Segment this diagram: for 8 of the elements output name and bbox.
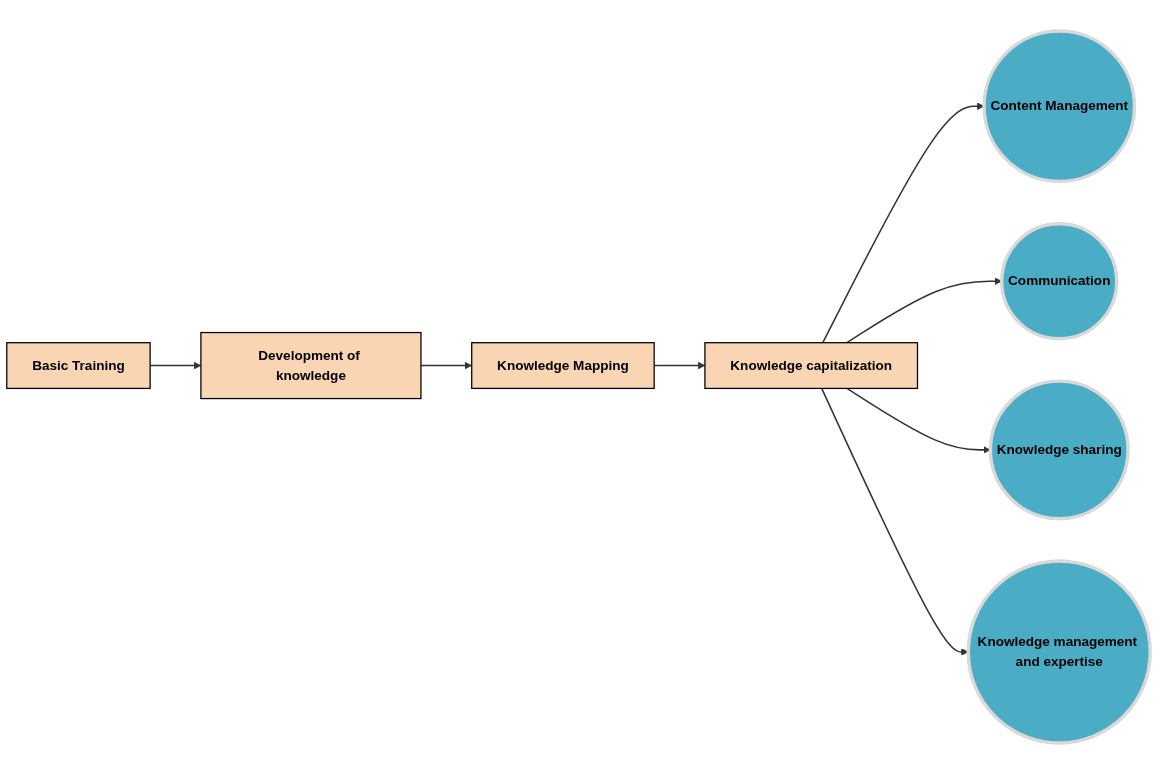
node-circle: Knowledge management and expertise [966, 559, 1152, 745]
node-box: Knowledge Mapping [471, 342, 655, 390]
node-circle: Content Management [982, 29, 1137, 184]
node-box: Development of knowledge [200, 331, 422, 400]
node-circle: Communication [1000, 222, 1119, 341]
node-circle: Knowledge sharing [988, 379, 1130, 521]
node-box: Basic Training [6, 342, 151, 390]
node-box: Knowledge capitalization [704, 342, 919, 390]
